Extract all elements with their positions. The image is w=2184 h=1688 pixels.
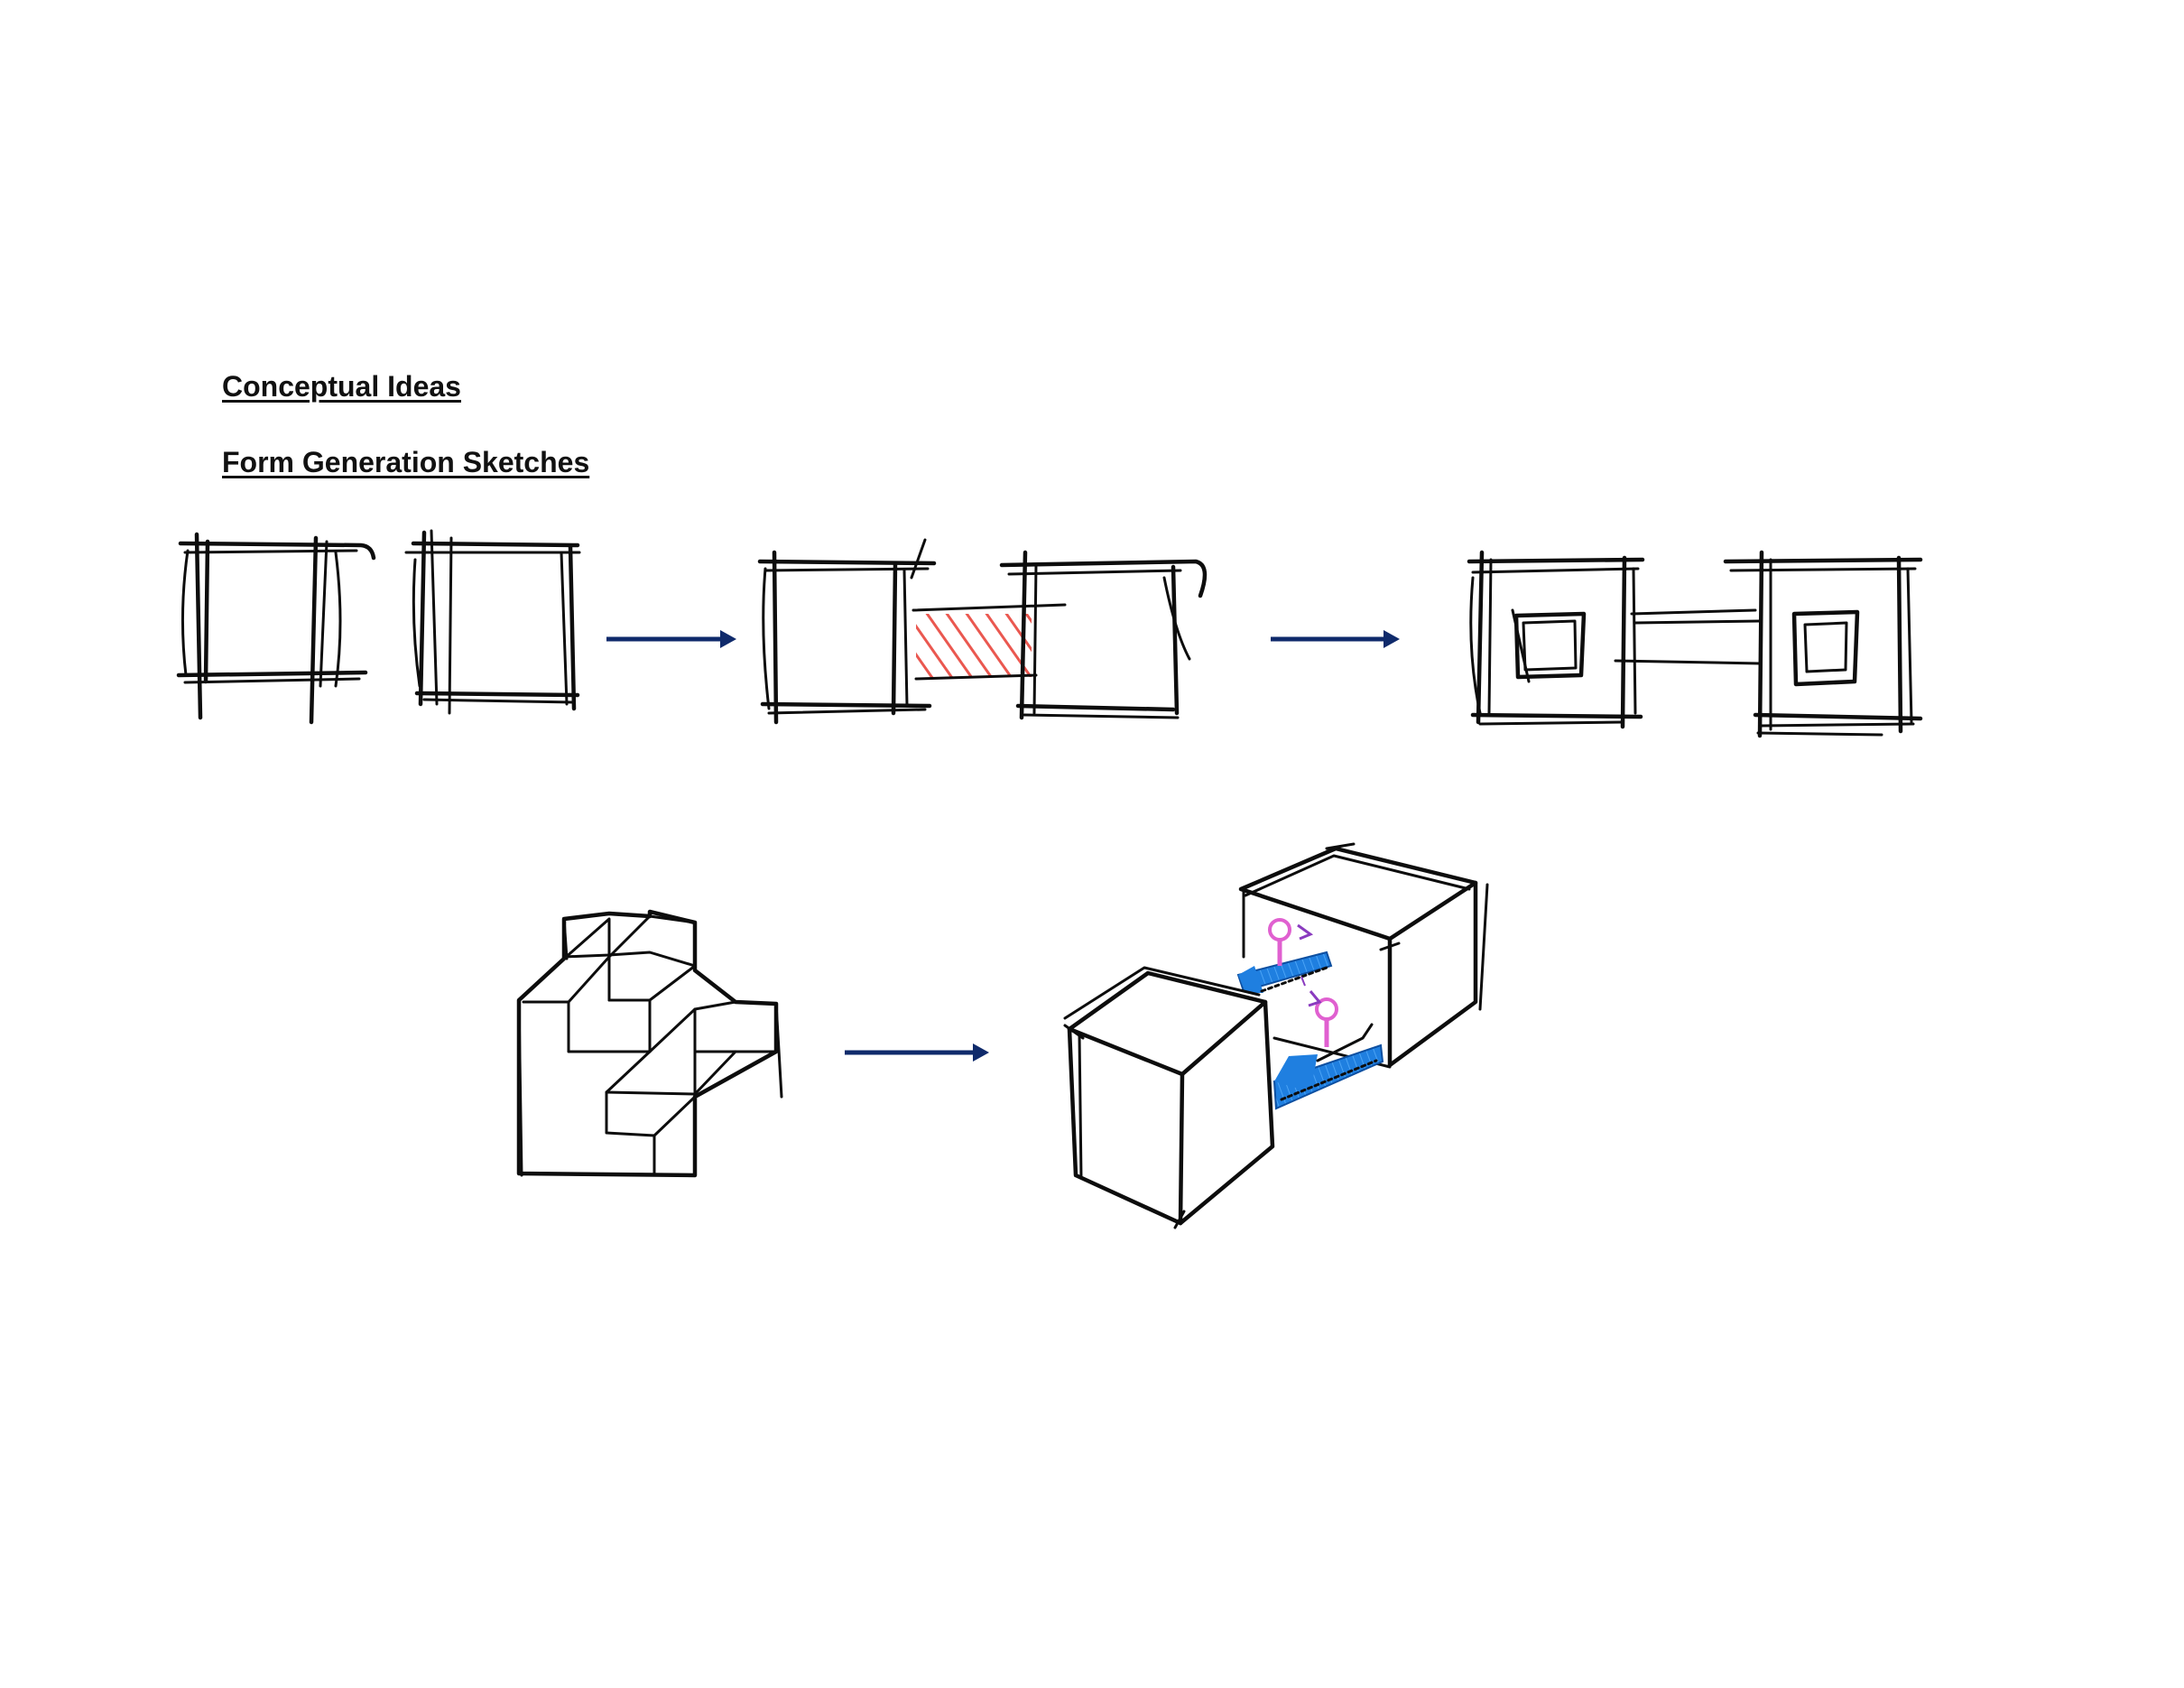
stepped-block-sketch	[516, 909, 783, 1178]
stage3-inner-void-left	[1511, 608, 1587, 683]
back-cube	[1238, 842, 1489, 1069]
arrow-3	[845, 1043, 989, 1062]
bridged-cubes-sketch	[1063, 842, 1489, 1229]
stage3-inner-void-right	[1791, 609, 1860, 687]
stage1-sketch	[176, 529, 581, 725]
front-cube	[1063, 966, 1275, 1229]
stage2-square-left	[757, 538, 937, 725]
stage3-sketch	[1467, 550, 1923, 738]
stage3-square-left	[1467, 550, 1645, 729]
stage2-square-right	[999, 550, 1208, 720]
red-connector-hatch	[916, 614, 1032, 677]
pink-figure-icon	[1268, 918, 1338, 1047]
arrow-2	[1271, 630, 1400, 648]
stage1-square-left	[176, 532, 376, 725]
stage2-sketch	[757, 538, 1208, 725]
purple-mark-icon	[1297, 923, 1322, 1007]
form-generation-heading: Form Generation Sketches	[222, 446, 590, 478]
conceptual-ideas-heading: Conceptual Ideas	[222, 370, 461, 403]
stage3-square-right	[1723, 550, 1923, 738]
blue-bridge-lower	[1272, 1023, 1384, 1110]
blue-bridge-upper	[1236, 951, 1333, 993]
arrow-1	[606, 630, 736, 648]
stage1-square-right	[404, 529, 581, 715]
